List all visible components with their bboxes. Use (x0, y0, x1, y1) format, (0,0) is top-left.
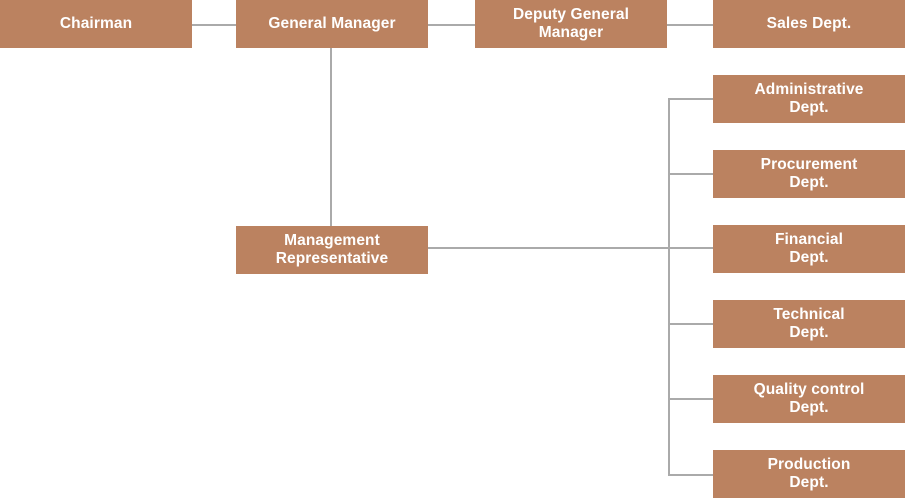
node-deputy-general-manager[interactable]: Deputy General Manager (475, 0, 667, 48)
node-procurement-dept[interactable]: Procurement Dept. (713, 150, 905, 198)
node-technical-dept[interactable]: Technical Dept. (713, 300, 905, 348)
node-deputy-general-manager-label: Deputy General Manager (513, 5, 629, 41)
node-general-manager[interactable]: General Manager (236, 0, 428, 48)
connector-spine-to-procurement (668, 173, 714, 175)
connector-spine-to-production (668, 474, 714, 476)
connector-spine-to-administrative (668, 98, 714, 100)
node-chairman[interactable]: Chairman (0, 0, 192, 48)
node-administrative-dept-label: Administrative Dept. (754, 80, 864, 116)
connector-general-manager-down-to-mgmt-rep (330, 47, 332, 227)
node-administrative-dept[interactable]: Administrative Dept. (713, 75, 905, 123)
connector-deputy-to-sales (666, 24, 714, 26)
node-sales-dept[interactable]: Sales Dept. (713, 0, 905, 48)
node-general-manager-label: General Manager (268, 14, 396, 32)
connector-department-spine (668, 99, 670, 476)
node-chairman-label: Chairman (59, 14, 133, 32)
node-management-representative-label: Management Representative (275, 231, 389, 267)
node-sales-dept-label: Sales Dept. (766, 14, 852, 32)
node-management-representative[interactable]: Management Representative (236, 226, 428, 274)
node-quality-control-dept[interactable]: Quality control Dept. (713, 375, 905, 423)
node-financial-dept[interactable]: Financial Dept. (713, 225, 905, 273)
connector-chairman-to-general-manager (191, 24, 237, 26)
node-production-dept-label: Production Dept. (767, 455, 851, 491)
node-financial-dept-label: Financial Dept. (774, 230, 844, 266)
connector-general-manager-to-deputy (427, 24, 476, 26)
node-quality-control-dept-label: Quality control Dept. (753, 380, 865, 416)
connector-mgmt-rep-to-financial (427, 247, 714, 249)
node-procurement-dept-label: Procurement Dept. (760, 155, 858, 191)
connector-spine-to-quality-control (668, 398, 714, 400)
node-production-dept[interactable]: Production Dept. (713, 450, 905, 498)
node-technical-dept-label: Technical Dept. (773, 305, 845, 341)
connector-spine-to-technical (668, 323, 714, 325)
